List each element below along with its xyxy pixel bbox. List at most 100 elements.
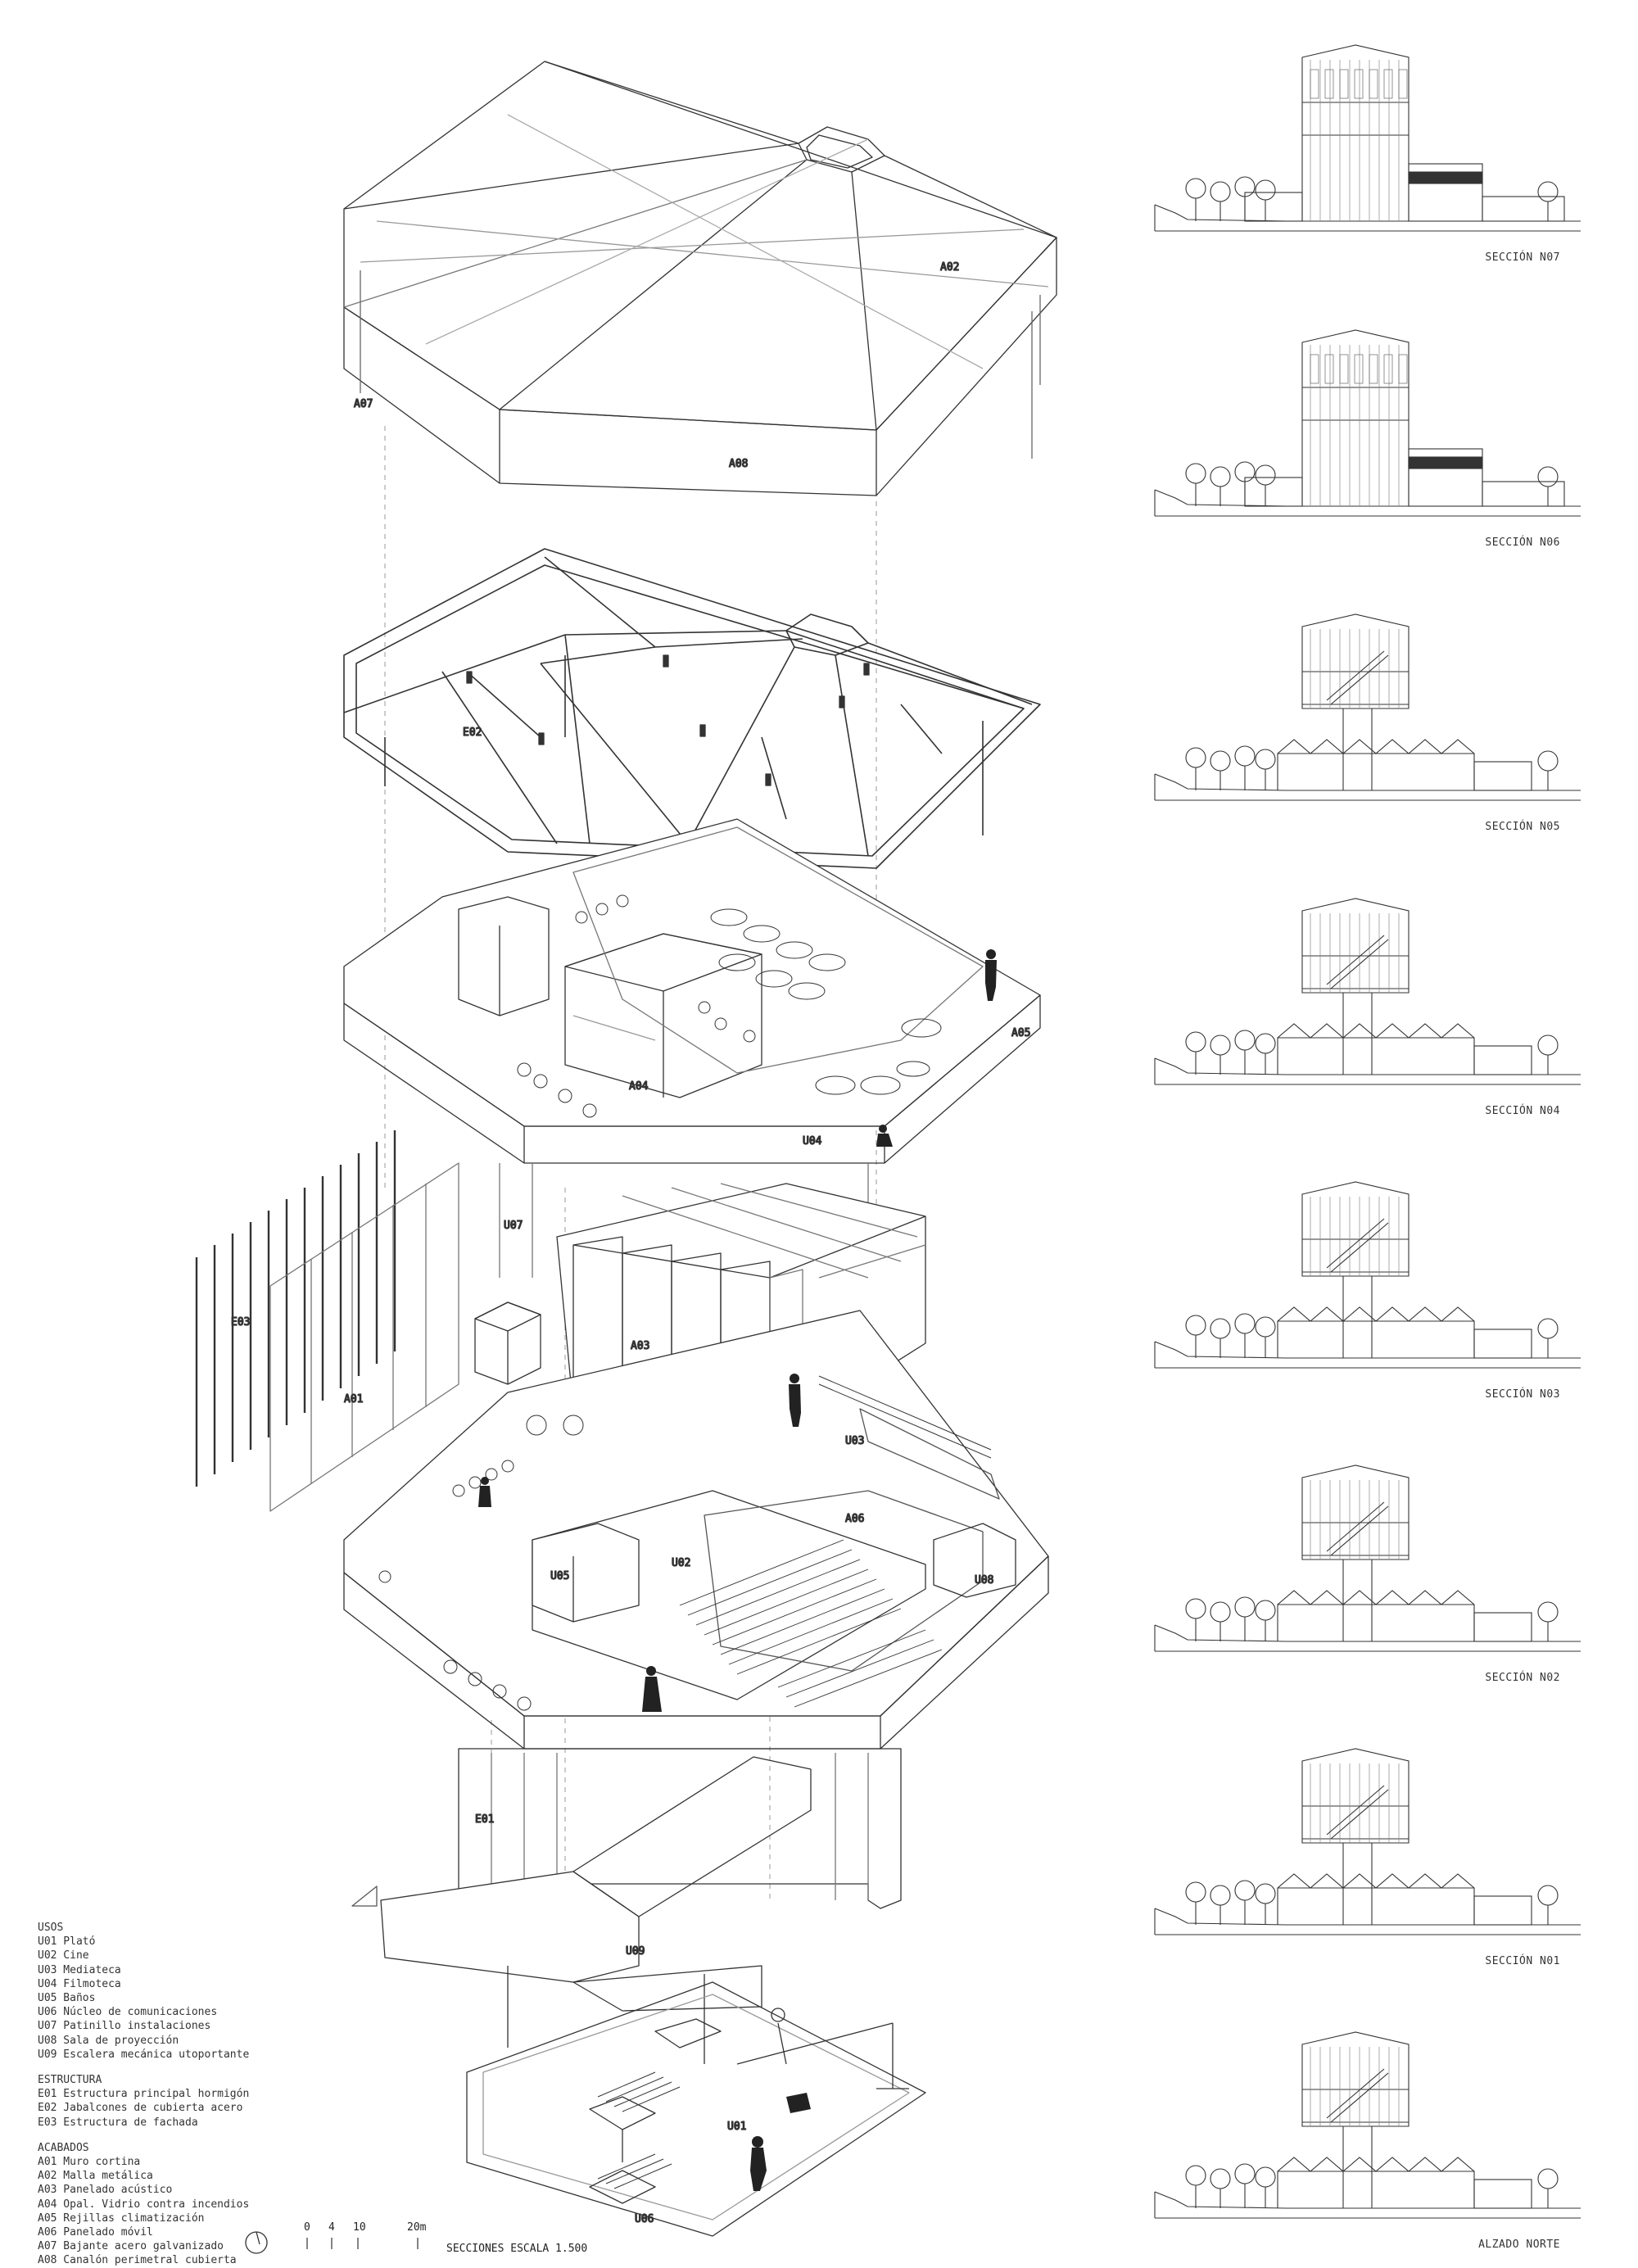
scale-tick-4: 4 <box>328 2221 335 2234</box>
section-linework <box>1154 1181 1581 1369</box>
legend-item: U03 Mediateca <box>38 1963 121 1976</box>
section-linework <box>1154 329 1581 517</box>
section-title: SECCIÓN N02 <box>1485 1672 1560 1684</box>
legend-item: A06 Panelado móvil <box>38 2226 153 2239</box>
film-crane <box>736 2008 909 2089</box>
legend-item: U06 Núcleo de comunicaciones <box>38 2006 218 2019</box>
section-title: SECCIÓN N06 <box>1485 536 1560 549</box>
escalator-u09 <box>380 1756 812 2064</box>
legend-item: A04 Opal. Vidrio contra incendios <box>38 2198 250 2211</box>
legend-usos-title: USOS <box>38 1922 64 1934</box>
label-u08: U08 <box>975 1574 993 1587</box>
label-e02: E02 <box>463 727 482 739</box>
section-linework <box>1154 898 1581 1085</box>
section-drawing <box>1154 2031 1581 2219</box>
section-n03: SECCIÓN N03 <box>1138 1161 1581 1407</box>
legend-item: A03 Panelado acústico <box>38 2184 173 2197</box>
legend-estructura-title: ESTRUCTURA <box>38 2074 102 2087</box>
legend-item: U07 Patinillo instalaciones <box>38 2020 211 2033</box>
legend-item: U05 Baños <box>38 1992 96 2005</box>
label-a08: A08 <box>729 458 748 470</box>
roof-structure-hangers <box>466 654 870 786</box>
label-a04: A04 <box>629 1080 649 1093</box>
label-e01: E01 <box>475 1813 494 1826</box>
upper-floor-person <box>876 949 997 1147</box>
legend-acabados-title: ACABADOS <box>38 2141 89 2154</box>
main-floor <box>343 1310 1049 1750</box>
roof-structure-e02 <box>343 548 1041 869</box>
label-u07: U07 <box>504 1220 523 1232</box>
label-a01: A01 <box>344 1393 363 1406</box>
label-a06: A06 <box>845 1513 864 1525</box>
north-marker <box>351 1885 378 1907</box>
section-title: SECCIÓN N04 <box>1485 1105 1560 1117</box>
north-arrow-icon <box>245 2231 268 2254</box>
legend-acabados-list: A01 Muro cortina A02 Malla metálica A03 … <box>38 2155 349 2268</box>
section-drawing <box>1154 1748 1581 1935</box>
section-drawing <box>1154 1181 1581 1369</box>
legend-item: E01 Estructura principal hormigón <box>38 2088 250 2101</box>
section-drawing <box>1154 1464 1581 1652</box>
legend-item: U04 Filmoteca <box>38 1977 121 1990</box>
scale-title: SECCIONES ESCALA 1.500 <box>446 2243 588 2255</box>
section-drawing <box>1154 898 1581 1085</box>
cinema-seating <box>679 1539 943 1708</box>
scale-bar: 0 4 10 20m SECCIONES ESCALA 1.500 <box>299 2221 587 2262</box>
section-title: SECCIÓN N01 <box>1485 1955 1560 1967</box>
label-a03: A03 <box>631 1340 649 1352</box>
ground-floor-stairs <box>597 2071 681 2189</box>
section-drawing <box>1154 613 1581 801</box>
label-u02: U02 <box>672 1557 690 1569</box>
legend-item: U09 Escalera mecánica utoportante <box>38 2048 250 2061</box>
curtain-wall-a01 <box>269 1162 459 1512</box>
label-u09: U09 <box>626 1945 645 1958</box>
label-u03: U03 <box>845 1435 864 1447</box>
section-n04: SECCIÓN N04 <box>1138 878 1581 1124</box>
section-n07: SECCIÓN N07 <box>1138 25 1581 270</box>
legend-item: U02 Cine <box>38 1949 89 1962</box>
scale-tick-10: 10 <box>353 2221 366 2234</box>
legend-item: A07 Bajante acero galvanizado <box>38 2240 224 2253</box>
ground-floor-u01 <box>466 1981 926 2237</box>
legend-item: A01 Muro cortina <box>38 2156 141 2169</box>
section-n06: SECCIÓN N06 <box>1138 310 1581 555</box>
scale-tick-20m: 20m <box>407 2221 427 2234</box>
label-e03: E03 <box>231 1316 250 1329</box>
upper-floor-furniture <box>517 894 942 1118</box>
label-u01: U01 <box>727 2121 746 2133</box>
legend-item: U01 Plató <box>38 1935 96 1949</box>
upper-floor-u04 <box>343 818 1041 1164</box>
section-title: SECCIÓN N03 <box>1485 1388 1560 1401</box>
section-linework <box>1154 1464 1581 1652</box>
legend-item: A02 Malla metálica <box>38 2170 153 2183</box>
roof-mesh-a02 <box>343 61 1057 496</box>
section-n05: SECCIÓN N05 <box>1138 594 1581 840</box>
section-title: SECCIÓN N07 <box>1485 251 1560 264</box>
label-u06: U06 <box>635 2213 654 2225</box>
facade-structure-e03 <box>195 1130 396 1487</box>
legend: USOS U01 Plató U02 Cine U03 Mediateca U0… <box>38 1921 349 2268</box>
label-a05: A05 <box>1011 1027 1030 1039</box>
main-floor-people <box>478 1374 801 1712</box>
label-a02: A02 <box>940 261 959 274</box>
legend-item: E02 Jabalcones de cubierta acero <box>38 2102 243 2115</box>
label-a07: A07 <box>354 398 373 410</box>
legend-estructura-list: E01 Estructura principal hormigón E02 Ja… <box>38 2087 349 2130</box>
section-title: SECCIÓN N05 <box>1485 821 1560 833</box>
section-linework <box>1154 1748 1581 1935</box>
scale-bar-ticks <box>306 2238 419 2249</box>
label-u05: U05 <box>550 1570 569 1582</box>
section-linework <box>1154 613 1581 801</box>
mediateca-furniture <box>378 1375 992 1711</box>
section-n01: SECCIÓN N01 <box>1138 1728 1581 1974</box>
legend-item: E03 Estructura de fachada <box>38 2116 198 2129</box>
ventilation-box <box>474 1301 541 1385</box>
section-drawing <box>1154 329 1581 517</box>
legend-usos-list: U01 Plató U02 Cine U03 Mediateca U04 Fil… <box>38 1935 349 2062</box>
legend-item: U08 Sala de proyección <box>38 2034 179 2047</box>
section-drawing <box>1154 44 1581 232</box>
section-linework <box>1154 2031 1581 2219</box>
label-u04: U04 <box>803 1135 822 1148</box>
alzado-norte: ALZADO NORTE <box>1138 2012 1581 2257</box>
section-linework <box>1154 44 1581 232</box>
